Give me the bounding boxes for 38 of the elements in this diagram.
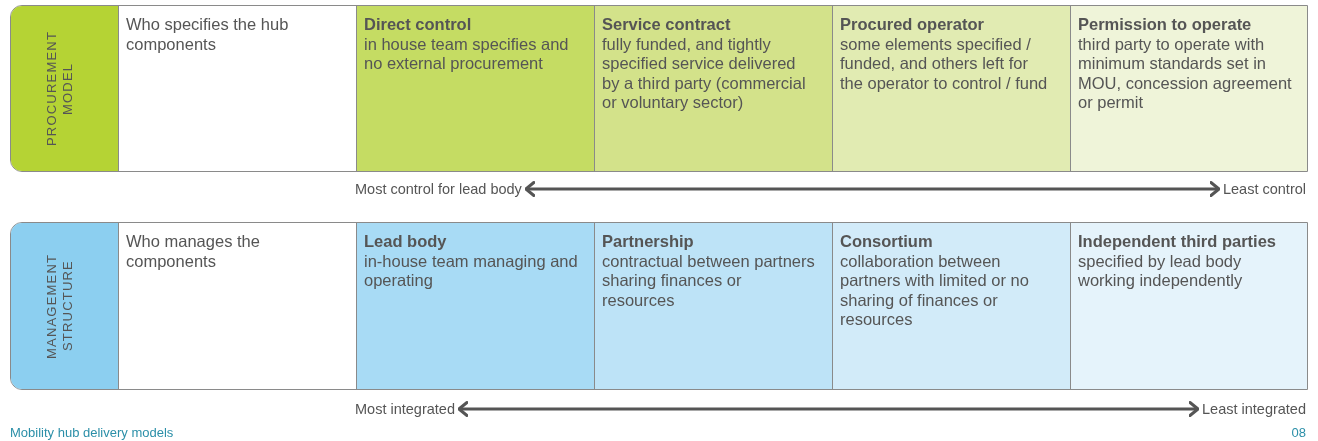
row-heading: PROCUREMENT MODEL xyxy=(44,30,76,149)
option-heading: Permission to operate xyxy=(1078,15,1253,35)
double-headed-arrow xyxy=(524,181,1221,197)
double-headed-arrow xyxy=(457,401,1200,417)
option-cell xyxy=(1070,223,1307,389)
option-heading: Consortium xyxy=(840,232,934,252)
option-heading: Partnership xyxy=(602,232,695,252)
scale-end-label: Most control for lead body xyxy=(355,180,522,198)
option-cell xyxy=(832,223,1070,389)
option-heading: Service contract xyxy=(602,15,732,35)
scale-end-label: Least integrated xyxy=(1202,400,1306,418)
row-heading: MANAGEMENT STRUCTURE xyxy=(44,252,76,361)
footer-title: Mobility hub delivery models xyxy=(10,425,174,440)
option-cell xyxy=(356,223,594,389)
scale-end-label: Least control xyxy=(1222,180,1306,198)
option-description: some elements specified / funded, and others left for the operator to control / fund xyxy=(840,34,1049,93)
option-cell xyxy=(594,6,832,171)
option-heading: Independent third parties xyxy=(1078,232,1278,252)
option-cell xyxy=(1070,6,1307,171)
row-heading-band xyxy=(11,223,118,389)
option-description: specified by lead body working independently xyxy=(1078,251,1244,291)
option-heading: Lead body xyxy=(364,232,448,252)
row-heading-band xyxy=(11,6,118,171)
option-cell xyxy=(594,223,832,389)
option-description: third party to operate with minimum standards set in MOU, concession agreement or permit xyxy=(1078,34,1292,113)
scale-end-label: Most integrated xyxy=(355,400,455,418)
option-cell xyxy=(832,6,1070,171)
question-text: Who specifies the hub components xyxy=(126,15,290,54)
question-text: Who manages the components xyxy=(126,232,261,271)
option-cell xyxy=(356,6,594,171)
option-description: contractual between partners sharing finances or resources xyxy=(602,251,816,310)
option-heading: Procured operator xyxy=(840,15,985,35)
option-description: fully funded, and tightly specified service delivered by a third party (commercial or voluntary sector) xyxy=(602,34,807,113)
page-number: 08 xyxy=(1291,425,1306,440)
option-heading: Direct control xyxy=(364,15,473,35)
option-description: in house team specifies and no external procurement xyxy=(364,34,570,74)
option-description: collaboration between partners with limited or no sharing of finances or resources xyxy=(840,251,1030,330)
option-description: in-house team managing and operating xyxy=(364,251,578,291)
